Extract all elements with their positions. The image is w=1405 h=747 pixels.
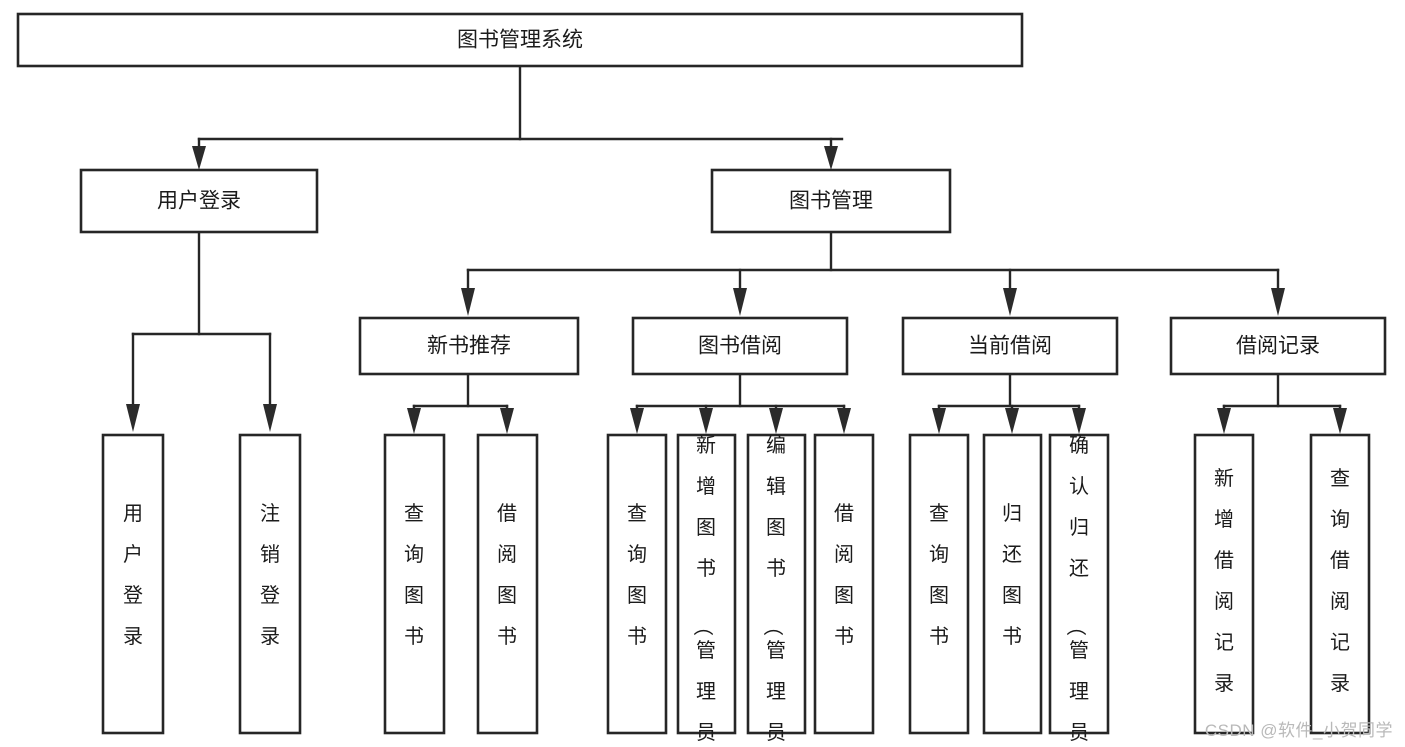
node-new-book-recommend[interactable]: 新书推荐 bbox=[358, 316, 580, 376]
node-leaf-borrow-book-1[interactable]: 借阅图书 bbox=[476, 433, 539, 735]
node-leaf-query-book-1[interactable]: 查询图书 bbox=[383, 433, 446, 735]
node-user-login-label: 用户登录 bbox=[157, 190, 241, 213]
node-leaf-confirm-return-label: 确认归还（管理员） bbox=[1064, 434, 1089, 747]
node-leaf-add-book[interactable]: 新增图书（管理员） bbox=[676, 433, 737, 747]
connector-root-to-level2 bbox=[192, 64, 844, 170]
node-leaf-query-record[interactable]: 查询借阅记录 bbox=[1309, 433, 1371, 735]
node-leaf-query-book-1-label: 查询图书 bbox=[404, 502, 424, 648]
connector-borrow-record-to-leaves bbox=[1217, 372, 1347, 434]
node-leaf-query-book-3-label: 查询图书 bbox=[929, 502, 949, 648]
node-leaf-borrow-book-1-label: 借阅图书 bbox=[497, 502, 517, 648]
node-leaf-add-book-label: 新增图书（管理员） bbox=[691, 434, 716, 747]
node-leaf-add-record[interactable]: 新增借阅记录 bbox=[1193, 433, 1255, 735]
node-book-manage-label: 图书管理 bbox=[789, 190, 873, 213]
node-leaf-query-book-3[interactable]: 查询图书 bbox=[908, 433, 970, 735]
node-book-borrow[interactable]: 图书借阅 bbox=[631, 316, 849, 376]
node-leaf-query-record-label: 查询借阅记录 bbox=[1330, 467, 1350, 695]
node-leaf-borrow-book-2[interactable]: 借阅图书 bbox=[813, 433, 875, 735]
connector-new-book-recommend-to-leaves bbox=[407, 372, 514, 434]
node-leaf-return-book[interactable]: 归还图书 bbox=[982, 433, 1043, 735]
connector-current-borrow-to-leaves bbox=[932, 372, 1086, 434]
node-root-system[interactable]: 图书管理系统 bbox=[16, 12, 1024, 68]
node-user-login[interactable]: 用户登录 bbox=[79, 168, 319, 234]
connector-user-login-to-leaves bbox=[126, 230, 277, 432]
node-leaf-user-logout[interactable]: 注销登录 bbox=[238, 433, 302, 735]
node-leaf-user-login[interactable]: 用户登录 bbox=[101, 433, 165, 735]
node-leaf-edit-book[interactable]: 编辑图书（管理员） bbox=[746, 433, 807, 747]
node-current-borrow[interactable]: 当前借阅 bbox=[901, 316, 1119, 376]
node-leaf-confirm-return[interactable]: 确认归还（管理员） bbox=[1048, 433, 1110, 747]
node-leaf-add-record-label: 新增借阅记录 bbox=[1214, 467, 1234, 695]
connector-book-borrow-to-leaves bbox=[630, 372, 851, 434]
node-book-manage[interactable]: 图书管理 bbox=[710, 168, 952, 234]
node-leaf-borrow-book-2-label: 借阅图书 bbox=[834, 502, 854, 648]
node-borrow-record-label: 借阅记录 bbox=[1236, 335, 1320, 358]
node-current-borrow-label: 当前借阅 bbox=[968, 335, 1052, 358]
node-leaf-query-book-2-label: 查询图书 bbox=[627, 502, 647, 648]
node-new-book-recommend-label: 新书推荐 bbox=[427, 335, 511, 358]
node-leaf-edit-book-label: 编辑图书（管理员） bbox=[761, 434, 786, 747]
node-borrow-record[interactable]: 借阅记录 bbox=[1169, 316, 1387, 376]
connector-book-manage-to-level3 bbox=[461, 230, 1285, 316]
node-root-label: 图书管理系统 bbox=[457, 29, 583, 52]
node-leaf-user-logout-label: 注销登录 bbox=[260, 502, 280, 648]
node-leaf-return-book-label: 归还图书 bbox=[1002, 502, 1022, 648]
node-leaf-query-book-2[interactable]: 查询图书 bbox=[606, 433, 668, 735]
node-book-borrow-label: 图书借阅 bbox=[698, 335, 782, 358]
node-leaf-user-login-label: 用户登录 bbox=[123, 503, 143, 648]
